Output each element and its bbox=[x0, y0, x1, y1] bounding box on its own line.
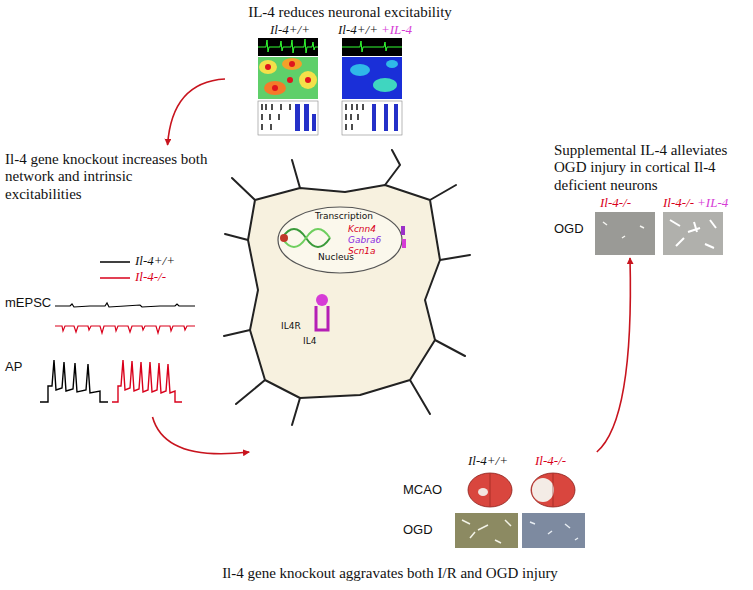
genotype-label: +IL-4 bbox=[697, 196, 728, 211]
flow-arrow bbox=[153, 417, 250, 454]
panel: Supplemental IL-4 alleviates OGD injury … bbox=[550, 140, 750, 258]
ogd-image bbox=[455, 513, 518, 548]
heat-dot bbox=[272, 85, 278, 91]
neuron-label: Nucleus bbox=[318, 253, 354, 263]
legend-line bbox=[100, 277, 130, 279]
polymerase bbox=[280, 234, 288, 242]
condition-label: OGD bbox=[554, 222, 584, 237]
trace-box bbox=[342, 38, 402, 56]
panel-heading: Il-4 gene knockout aggravates both I/R a… bbox=[170, 565, 610, 582]
midline bbox=[553, 474, 554, 506]
cells bbox=[462, 520, 511, 543]
dendrites bbox=[224, 150, 470, 425]
genotype-label: Il-4-/- bbox=[535, 454, 566, 469]
condition-label: MCAO bbox=[403, 483, 442, 498]
raster bbox=[342, 101, 402, 135]
neuron-label: Kcnn4 bbox=[348, 225, 376, 235]
genotype-label: +IL-4 bbox=[381, 23, 412, 38]
genotype-label: Il-4-/- bbox=[600, 196, 631, 211]
spike-trace bbox=[342, 41, 402, 52]
neuron-label: IL4 bbox=[303, 337, 316, 347]
flow-arrow bbox=[168, 79, 225, 145]
raster-block bbox=[384, 104, 388, 131]
channel-mark bbox=[402, 239, 406, 248]
condition-label: OGD bbox=[403, 523, 433, 538]
channel-mark bbox=[401, 226, 405, 235]
spike-trace bbox=[258, 39, 318, 53]
heatmap bbox=[258, 57, 318, 99]
panel: Il-4 gene knockout increases both networ… bbox=[2, 145, 217, 417]
heat-blob bbox=[264, 81, 286, 95]
condition-label: AP bbox=[5, 360, 22, 375]
raster-ticks bbox=[262, 104, 290, 130]
panel-heading: Il-4 gene knockout increases both networ… bbox=[5, 151, 210, 203]
heatmap bbox=[342, 57, 402, 99]
heat-blob bbox=[299, 71, 317, 89]
mepsc-trace bbox=[55, 326, 195, 333]
heat-dot bbox=[265, 64, 271, 70]
raster-ticks bbox=[346, 104, 363, 130]
condition-label: mEPSC bbox=[5, 296, 51, 311]
heat-blob bbox=[259, 60, 277, 74]
raster bbox=[258, 101, 318, 135]
brain-slice bbox=[468, 473, 512, 507]
genotype-label: Il-4+/+ bbox=[270, 23, 310, 38]
heat-blob bbox=[350, 64, 370, 76]
genotype-label: Il-4-/- bbox=[663, 196, 694, 211]
raster-block bbox=[295, 104, 300, 131]
panel-heading: IL-4 reduces neuronal excitability bbox=[225, 4, 475, 21]
infarct bbox=[532, 478, 554, 502]
neuron-soma bbox=[248, 185, 440, 398]
neuron-label: IL4R bbox=[281, 322, 301, 332]
panel: IL-4 reduces neuronal excitabilityIl-4+/… bbox=[225, 2, 475, 142]
brain-slice bbox=[531, 473, 575, 507]
ap-trace bbox=[112, 360, 182, 402]
infarct bbox=[478, 488, 488, 496]
cells bbox=[603, 222, 644, 238]
trace-box bbox=[258, 38, 318, 56]
raster-block bbox=[304, 104, 309, 131]
heat-blob bbox=[282, 58, 302, 70]
il4-ligand bbox=[316, 294, 328, 306]
cells bbox=[530, 522, 578, 540]
flow-arrow bbox=[597, 258, 631, 452]
heat-dot bbox=[287, 77, 293, 83]
ogd-image bbox=[595, 212, 655, 255]
legend-line bbox=[100, 261, 130, 263]
heat-dot bbox=[305, 77, 311, 83]
genotype-label: Il-4+/+ bbox=[468, 454, 508, 469]
raster-block bbox=[372, 104, 376, 131]
heat-dot bbox=[289, 61, 295, 67]
ogd-image bbox=[663, 212, 723, 255]
dna-helix bbox=[282, 229, 330, 247]
genotype-label: Il-4+/+ bbox=[338, 23, 378, 38]
neuron-label: Transcription bbox=[315, 212, 373, 222]
il4-receptor bbox=[316, 306, 328, 330]
nucleus bbox=[278, 207, 402, 273]
panel-heading: Supplemental IL-4 alleviates OGD injury … bbox=[554, 142, 748, 194]
genotype-label: Il-4-/- bbox=[135, 270, 166, 285]
cells bbox=[670, 220, 716, 248]
panel: Il-4 gene knockout aggravates both I/R a… bbox=[170, 452, 610, 588]
dna-helix bbox=[282, 229, 330, 247]
raster-block bbox=[394, 104, 398, 131]
heat-blob bbox=[373, 78, 397, 92]
midline bbox=[490, 474, 491, 506]
neuron-label: Gabra6 bbox=[348, 236, 381, 246]
genotype-label: Il-4+/+ bbox=[135, 254, 175, 269]
ogd-image bbox=[522, 513, 585, 548]
ap-trace bbox=[40, 360, 108, 402]
heat-blob bbox=[386, 60, 398, 68]
raster-block bbox=[312, 114, 316, 131]
mepsc-trace bbox=[55, 303, 195, 307]
